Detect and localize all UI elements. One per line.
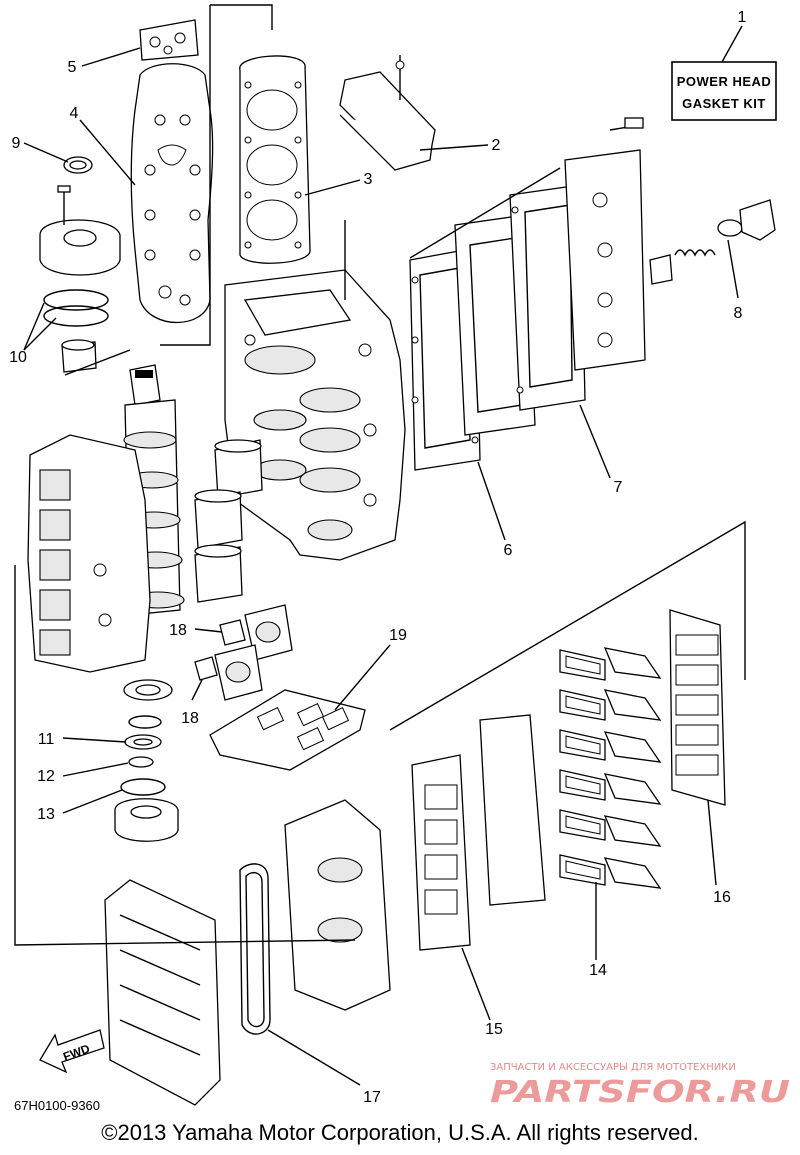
- callout-16: 16: [713, 889, 731, 906]
- callout-8: 8: [734, 305, 743, 322]
- callout-3: 3: [364, 171, 373, 188]
- o-rings: [43, 289, 109, 373]
- pistons: [194, 439, 263, 603]
- watermark-tagline: ЗАПЧАСТИ И АКСЕССУАРЫ ДЛЯ МОТОТЕХНИКИ: [490, 1062, 736, 1073]
- lower-bearing-parts: [114, 679, 179, 842]
- intake-manifold: [284, 799, 391, 1011]
- exhaust-inner-gasket: [509, 184, 586, 411]
- intake-manifold-gasket-15: [411, 754, 471, 951]
- silencer-gasket-17: [239, 863, 271, 1035]
- reed-valves: [603, 647, 662, 889]
- thermostat-cover: [39, 156, 121, 276]
- bypass-cover-lower: [194, 644, 263, 701]
- copyright-notice: ©2013 Yamaha Motor Corporation, U.S.A. A…: [101, 1120, 699, 1145]
- callout-14: 14: [589, 962, 607, 979]
- intake-gasket-19: [209, 689, 366, 771]
- head-gasket: [239, 55, 311, 264]
- divider-thermostat: [64, 349, 131, 376]
- watermark-brand: PARTSFOR.RU: [490, 1075, 790, 1110]
- callout-1: 1: [738, 9, 747, 26]
- exhaust-cover: [564, 117, 646, 371]
- crankcase: [27, 434, 151, 673]
- callout-10: 10: [9, 349, 27, 366]
- reed-block-plate: [479, 714, 546, 906]
- pressure-valve: [649, 199, 776, 285]
- kit-label-line1: POWER HEAD: [677, 74, 772, 89]
- leader-lines: [23, 25, 743, 1086]
- callout-11: 11: [38, 731, 55, 748]
- part-number: 67H0100-9360: [14, 1098, 100, 1110]
- callout-9: 9: [12, 135, 21, 152]
- callout-13: 13: [37, 806, 55, 823]
- divider-exhaust: [409, 167, 561, 259]
- callout-15: 15: [485, 1021, 503, 1038]
- callout-19: 19: [389, 627, 407, 644]
- kit-label-line2: GASKET KIT: [682, 96, 766, 111]
- silencer: [104, 879, 221, 1106]
- callout-12: 12: [37, 768, 55, 785]
- callout-numbers: 1 2 3 4 5 6 7 8 9 10 11 12 13 14 15 16 1…: [9, 9, 746, 1106]
- exploded-parts-diagram: POWER HEAD GASKET KIT: [9, 4, 790, 1110]
- reed-block-gasket-16: [669, 609, 726, 806]
- cap-gasket: [139, 19, 199, 61]
- cover-plate: [339, 55, 436, 171]
- bracket-line: [160, 4, 273, 346]
- divider-frame-right: [389, 520, 746, 731]
- callout-4: 4: [70, 105, 79, 122]
- divider-frame-left: [14, 565, 356, 946]
- watermark: ЗАПЧАСТИ И АКСЕССУАРЫ ДЛЯ МОТОТЕХНИКИ PA…: [490, 1062, 790, 1110]
- callout-6: 6: [504, 542, 513, 559]
- callout-18-lower: 18: [181, 710, 199, 727]
- callout-2: 2: [492, 137, 501, 154]
- cylinder-block: [224, 269, 406, 561]
- callout-5: 5: [68, 59, 77, 76]
- callout-18-upper: 18: [169, 622, 187, 639]
- bypass-cover-upper: [219, 604, 293, 661]
- callout-17: 17: [363, 1089, 381, 1106]
- fwd-arrow: FWD: [39, 1029, 105, 1074]
- callout-7: 7: [614, 479, 623, 496]
- kit-label-box: POWER HEAD GASKET KIT: [671, 61, 777, 121]
- reed-valve-gaskets: [559, 649, 606, 886]
- cylinder-head-gasket: [130, 63, 214, 323]
